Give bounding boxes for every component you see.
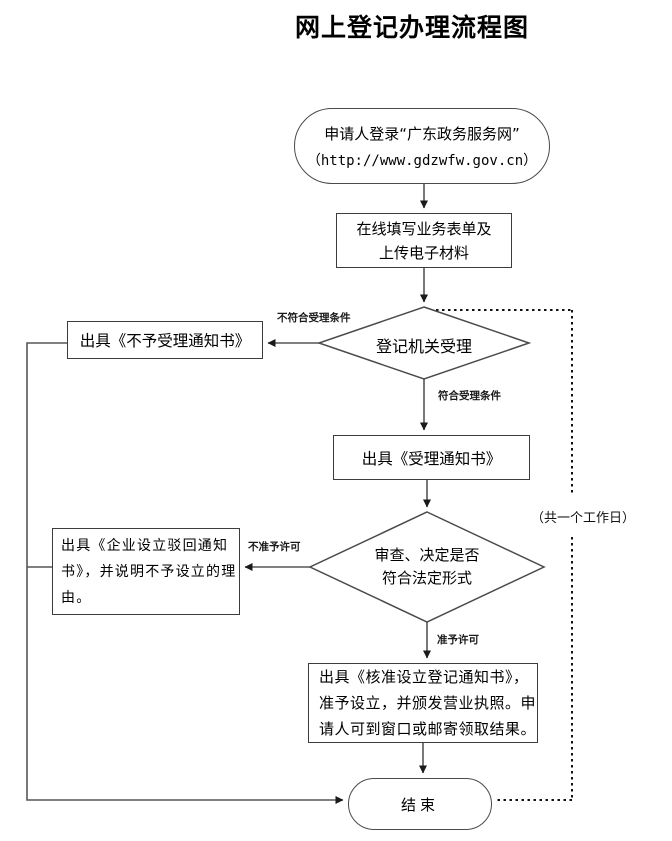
node-rejection-notice: 出具《企业设立驳回通知 书》，并说明不予设立的理 由。	[52, 528, 240, 615]
diamond-accept-review	[316, 306, 532, 380]
accept-review-label: 登记机关受理	[375, 337, 472, 356]
edge-rejectnotice-to-end	[26, 342, 344, 804]
fill-form-line2: 上传电子材料	[378, 243, 469, 262]
node-fill-form: 在线填写业务表单及 上传电子材料	[336, 213, 512, 268]
approval-line1: 出具《核准设立登记通知书》，	[319, 668, 529, 686]
legal-review-line1: 审查、决定是否	[374, 546, 480, 564]
rejection-line2: 书》，并说明不予设立的理	[61, 563, 237, 580]
node-accept-notice: 出具《受理通知书》	[333, 435, 530, 480]
label-qualified: 符合受理条件	[438, 390, 501, 402]
rejection-line1: 出具《企业设立驳回通知	[61, 537, 229, 554]
node-end: 结束	[348, 778, 492, 830]
page-title: 网上登记办理流程图	[294, 13, 529, 42]
diamond-legal-review	[308, 511, 546, 623]
approval-line3: 请人可到窗口或邮寄领取结果。	[319, 720, 537, 738]
start-text-line1: 申请人登录“广东政务服务网”	[324, 125, 520, 143]
label-permitted: 准予许可	[437, 634, 479, 646]
rejection-line3: 由。	[61, 589, 92, 606]
label-duration: （共一个工作日）	[530, 511, 635, 526]
fill-form-line1: 在线填写业务表单及	[356, 219, 492, 238]
approval-line2: 准予设立，并颁发营业执照。申	[319, 694, 537, 712]
start-text-url: （http://www.gdzwfw.gov.cn）	[306, 153, 538, 169]
legal-review-label: 审查、决定是否 符合法定形式	[337, 544, 517, 590]
label-not-qualified: 不符合受理条件	[277, 312, 351, 324]
node-approval-notice: 出具《核准设立登记通知书》， 准予设立，并颁发营业执照。申 请人可到窗口或邮寄领…	[308, 663, 538, 743]
node-reject-notice: 出具《不予受理通知书》	[67, 321, 263, 359]
legal-review-line2: 符合法定形式	[381, 569, 472, 587]
node-start: 申请人登录“广东政务服务网” （http://www.gdzwfw.gov.cn…	[294, 108, 550, 184]
end-label: 结束	[400, 795, 439, 814]
label-not-permitted: 不准予许可	[248, 541, 301, 553]
